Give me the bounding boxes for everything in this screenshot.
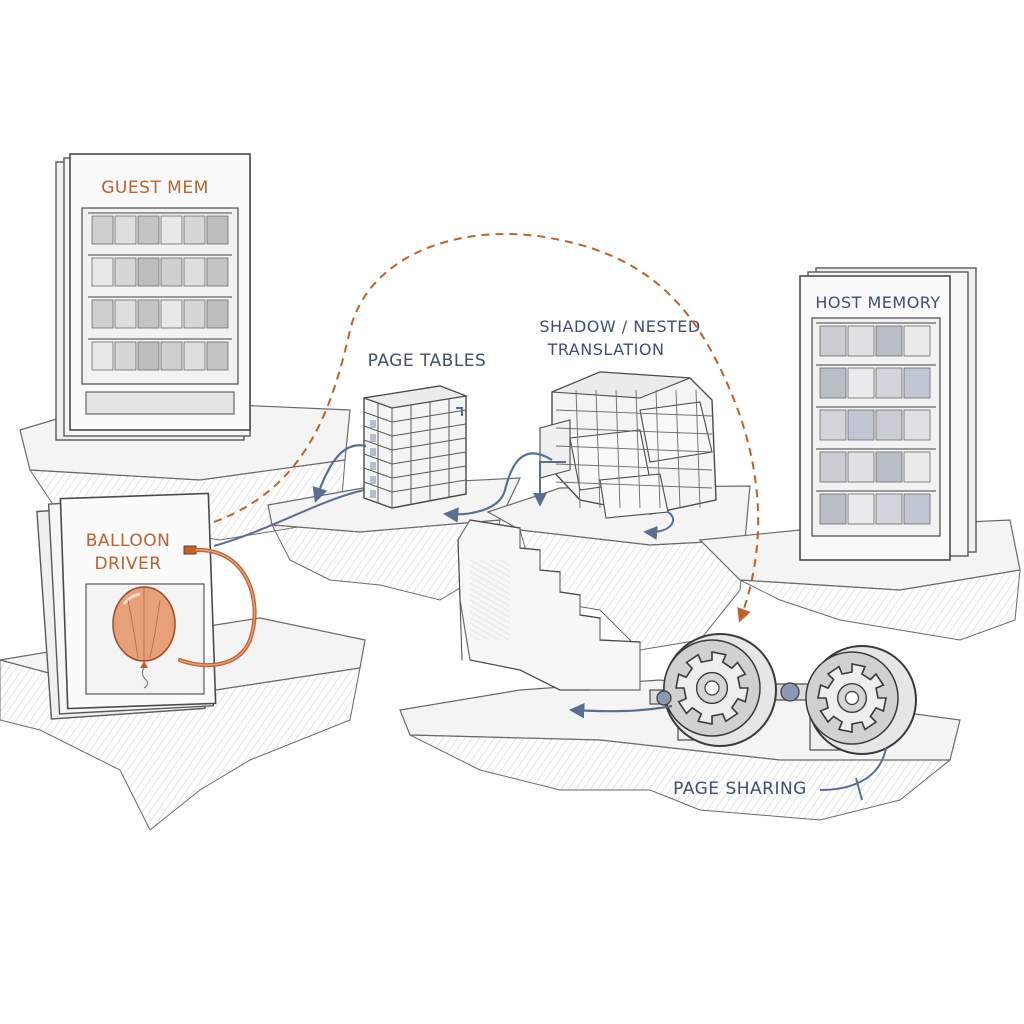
gear-icon bbox=[817, 663, 887, 733]
page-sharing-gears: PAGE SHARING bbox=[649, 633, 917, 799]
gear-icon bbox=[675, 651, 749, 725]
page-tables-arrows bbox=[213, 407, 463, 547]
balloon-icon bbox=[112, 586, 176, 689]
page-sharing-arrows bbox=[568, 702, 887, 801]
host-memory-panel: HOST MEMORY bbox=[799, 267, 977, 561]
shadow-label-line1: SHADOW / NESTED bbox=[539, 317, 700, 336]
guest-mem-label: GUEST MEM bbox=[101, 178, 209, 198]
page-table-grid bbox=[363, 399, 467, 508]
balloon-label-line2: DRIVER bbox=[94, 554, 161, 574]
host-memory-label: HOST MEMORY bbox=[815, 293, 940, 312]
page-tables-stack: PAGE TABLES bbox=[363, 351, 487, 509]
page-sharing-label: PAGE SHARING bbox=[673, 779, 807, 799]
staircase bbox=[457, 519, 641, 691]
balloon-driver-panel: BALLOON DRIVER bbox=[36, 492, 257, 720]
orange-dashed-arc bbox=[213, 233, 760, 623]
shadow-arrows bbox=[442, 452, 674, 540]
shadow-block-grid bbox=[555, 389, 713, 509]
balloon-label-line1: BALLOON bbox=[86, 531, 171, 551]
host-memory-cells bbox=[816, 322, 936, 525]
page-tables-label: PAGE TABLES bbox=[368, 351, 487, 371]
shadow-translation-blocks: SHADOW / NESTED TRANSLATION bbox=[539, 317, 717, 519]
shadow-label-line2: TRANSLATION bbox=[547, 340, 665, 359]
guest-memory-panel: GUEST MEM bbox=[55, 153, 251, 441]
